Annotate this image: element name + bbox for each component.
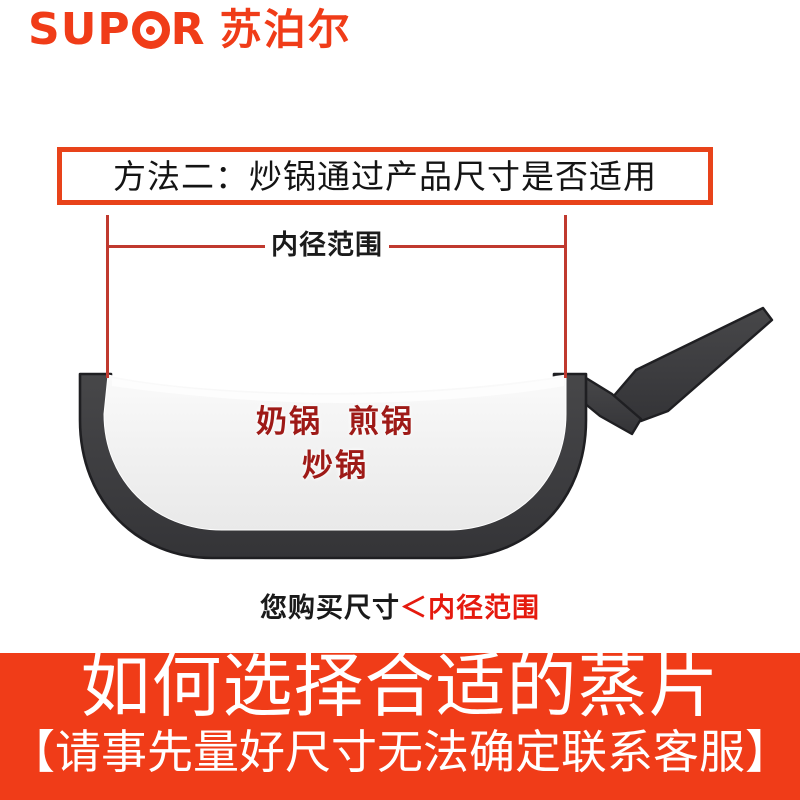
pan-interior-surface (103, 374, 567, 531)
brand-wordmark-chinese: 苏泊尔 (219, 5, 352, 54)
size-comparison-caption: 您购买尺寸＜内径范围 (0, 595, 800, 622)
banner-subtext: 【请事先量好尺寸无法确定联系客服】 (9, 725, 791, 779)
bottom-banner: 如何选择合适的蒸片 【请事先量好尺寸无法确定联系客服】 (0, 653, 800, 800)
brand-logo: SUP R 苏泊尔 (28, 8, 352, 52)
brand-wordmark-latin: SUP R (28, 8, 206, 52)
pan-handle (581, 306, 774, 436)
purchased-size-text: 您购买尺寸 (260, 593, 400, 624)
inner-diameter-label: 内径范围 (265, 232, 389, 259)
inner-diameter-range-text: ＜内径范围 (400, 593, 540, 624)
method-headline-text: 方法二：炒锅通过产品尺寸是否适用 (113, 156, 657, 196)
brand-latin-prefix: SUP (28, 4, 131, 55)
pan-cross-section-illustration (78, 306, 774, 560)
inner-diameter-right-extension-line (564, 215, 567, 378)
method-headline-box: 方法二：炒锅通过产品尺寸是否适用 (57, 147, 713, 205)
brand-latin-suffix: R (170, 4, 206, 55)
inner-diameter-left-extension-line (106, 215, 109, 378)
banner-headline: 如何选择合适的蒸片 (80, 653, 720, 727)
supor-o-target-icon (131, 11, 170, 49)
